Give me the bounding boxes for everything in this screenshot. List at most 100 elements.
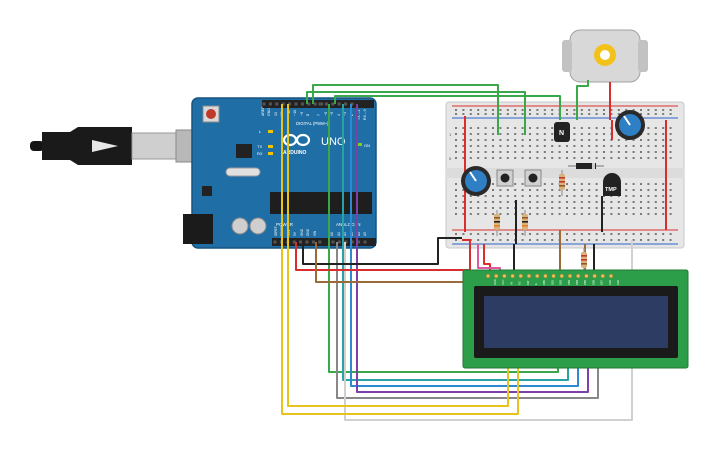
breadboard-hole[interactable] — [640, 139, 642, 141]
breadboard-hole[interactable] — [499, 189, 502, 191]
breadboard-hole[interactable] — [477, 207, 480, 209]
breadboard-hole[interactable] — [647, 189, 650, 191]
breadboard-hole[interactable] — [536, 201, 539, 203]
breadboard-hole[interactable] — [543, 233, 546, 235]
breadboard-hole[interactable] — [529, 207, 531, 209]
breadboard-hole[interactable] — [617, 145, 620, 147]
breadboard-hole[interactable] — [566, 113, 568, 115]
breadboard-hole[interactable] — [573, 133, 576, 135]
breadboard-hole[interactable] — [536, 157, 539, 159]
breadboard-hole[interactable] — [492, 151, 494, 153]
breadboard-hole[interactable] — [669, 189, 672, 191]
breadboard-hole[interactable] — [455, 145, 457, 147]
breadboard-hole[interactable] — [647, 157, 650, 159]
header-pin[interactable] — [331, 240, 335, 244]
breadboard-hole[interactable] — [573, 195, 576, 197]
breadboard-hole[interactable] — [640, 201, 642, 203]
diode[interactable] — [568, 163, 604, 169]
breadboard-hole[interactable] — [469, 139, 472, 141]
breadboard-hole[interactable] — [610, 207, 613, 209]
breadboard-hole[interactable] — [477, 151, 480, 153]
breadboard-hole[interactable] — [551, 195, 554, 197]
breadboard-hole[interactable] — [536, 139, 539, 141]
breadboard-hole[interactable] — [595, 239, 598, 241]
breadboard-hole[interactable] — [551, 151, 554, 153]
breadboard-hole[interactable] — [669, 133, 672, 135]
breadboard-hole[interactable] — [625, 139, 628, 141]
breadboard-hole[interactable] — [669, 127, 672, 129]
breadboard-hole[interactable] — [580, 195, 583, 197]
breadboard-hole[interactable] — [543, 113, 546, 115]
header-pin[interactable] — [292, 240, 296, 244]
breadboard-hole[interactable] — [580, 139, 583, 141]
breadboard-hole[interactable] — [506, 139, 509, 141]
breadboard-hole[interactable] — [610, 157, 613, 159]
breadboard-hole[interactable] — [654, 127, 657, 129]
breadboard-hole[interactable] — [514, 139, 517, 141]
breadboard-hole[interactable] — [640, 183, 642, 185]
breadboard-hole[interactable] — [455, 127, 457, 129]
breadboard-hole[interactable] — [455, 239, 457, 241]
breadboard-hole[interactable] — [669, 239, 672, 241]
breadboard-hole[interactable] — [669, 151, 672, 153]
breadboard-hole[interactable] — [492, 233, 494, 235]
breadboard-hole[interactable] — [566, 201, 568, 203]
breadboard-hole[interactable] — [514, 113, 517, 115]
breadboard-hole[interactable] — [603, 213, 605, 215]
breadboard-hole[interactable] — [625, 183, 628, 185]
breadboard-hole[interactable] — [654, 183, 657, 185]
header-pin[interactable] — [331, 102, 335, 106]
breadboard-hole[interactable] — [595, 127, 598, 129]
pushbutton-1-cap[interactable] — [500, 173, 510, 183]
breadboard-hole[interactable] — [617, 233, 620, 235]
breadboard-hole[interactable] — [647, 239, 650, 241]
breadboard-hole[interactable] — [529, 145, 531, 147]
breadboard-hole[interactable] — [492, 239, 494, 241]
breadboard-hole[interactable] — [580, 127, 583, 129]
lcd-pin[interactable] — [592, 273, 597, 279]
breadboard-hole[interactable] — [654, 113, 657, 115]
breadboard-hole[interactable] — [529, 113, 531, 115]
wire-green-3[interactable] — [334, 95, 561, 120]
breadboard-hole[interactable] — [514, 195, 517, 197]
breadboard-hole[interactable] — [477, 139, 480, 141]
breadboard-hole[interactable] — [573, 201, 576, 203]
breadboard-hole[interactable] — [669, 109, 672, 111]
breadboard-hole[interactable] — [462, 113, 465, 115]
breadboard-hole[interactable] — [654, 151, 657, 153]
breadboard-hole[interactable] — [521, 151, 524, 153]
header-pin[interactable] — [275, 102, 279, 106]
breadboard-hole[interactable] — [573, 145, 576, 147]
breadboard-hole[interactable] — [588, 113, 591, 115]
breadboard-hole[interactable] — [462, 151, 465, 153]
breadboard-hole[interactable] — [654, 195, 657, 197]
breadboard-hole[interactable] — [506, 109, 509, 111]
resistor-1[interactable] — [559, 170, 565, 196]
pushbutton-2[interactable] — [524, 169, 542, 187]
breadboard-hole[interactable] — [506, 127, 509, 129]
breadboard-hole[interactable] — [536, 127, 539, 129]
breadboard-hole[interactable] — [551, 233, 554, 235]
breadboard-hole[interactable] — [595, 133, 598, 135]
lcd-pin[interactable] — [510, 273, 515, 279]
breadboard-hole[interactable] — [617, 239, 620, 241]
breadboard-hole[interactable] — [647, 233, 650, 235]
breadboard-hole[interactable] — [492, 201, 494, 203]
breadboard-hole[interactable] — [521, 239, 524, 241]
lcd-pin[interactable] — [559, 273, 565, 279]
arduino-uno-board[interactable]: AREF GND 13 12 ~11 ~10 ~9 8 7 ~6 ~5 4 ~3… — [183, 97, 377, 249]
breadboard-hole[interactable] — [588, 213, 591, 215]
breadboard-hole[interactable] — [632, 233, 635, 235]
breadboard-hole[interactable] — [566, 109, 568, 111]
usb-cable[interactable] — [30, 127, 201, 165]
breadboard-hole[interactable] — [558, 207, 561, 209]
breadboard-hole[interactable] — [662, 207, 665, 209]
breadboard-hole[interactable] — [455, 207, 457, 209]
wire-green-1[interactable] — [312, 84, 499, 135]
breadboard-hole[interactable] — [654, 233, 657, 235]
breadboard-hole[interactable] — [462, 139, 465, 141]
breadboard-hole[interactable] — [462, 189, 465, 191]
breadboard-hole[interactable] — [566, 213, 568, 215]
breadboard-hole[interactable] — [573, 183, 576, 185]
breadboard-hole[interactable] — [469, 151, 472, 153]
